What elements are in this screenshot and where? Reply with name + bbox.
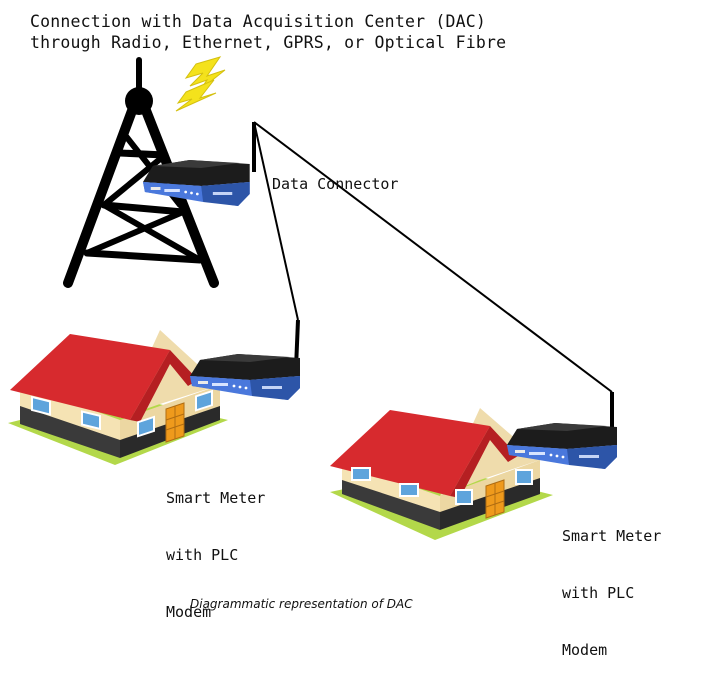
meter-label-line: with PLC <box>562 584 635 602</box>
meter-label-line: Modem <box>166 603 212 621</box>
window-icon <box>351 467 533 505</box>
smart-meter-label-2: Smart Meter with PLC Modem <box>562 489 661 679</box>
smart-meter-router-icon <box>190 319 300 400</box>
meter-label-line: Smart Meter <box>166 489 266 507</box>
window-icon <box>31 389 213 438</box>
title-line-2: through Radio, Ethernet, GPRS, or Optica… <box>30 33 507 52</box>
smart-meter-label-1: Smart Meter with PLC Modem <box>166 451 265 641</box>
meter-label-line: Modem <box>562 641 608 659</box>
house-icon <box>8 330 228 465</box>
door-icon <box>165 402 185 443</box>
door-icon <box>485 479 505 519</box>
dac-diagram <box>8 56 617 540</box>
meter-label-line: Smart Meter <box>562 527 662 545</box>
data-connector-router-icon <box>143 122 256 206</box>
lightning-bolt-icon <box>175 56 226 112</box>
connection-lines <box>253 121 613 393</box>
figure-caption: Diagrammatic representation of DAC <box>190 597 413 611</box>
title-line-1: Connection with Data Acquisition Center … <box>30 12 487 31</box>
smart-meter-router-icon <box>507 392 617 469</box>
meter-label-line: with PLC <box>166 546 239 564</box>
data-connector-label: Data Connector <box>272 175 399 193</box>
house-icon <box>330 408 553 540</box>
